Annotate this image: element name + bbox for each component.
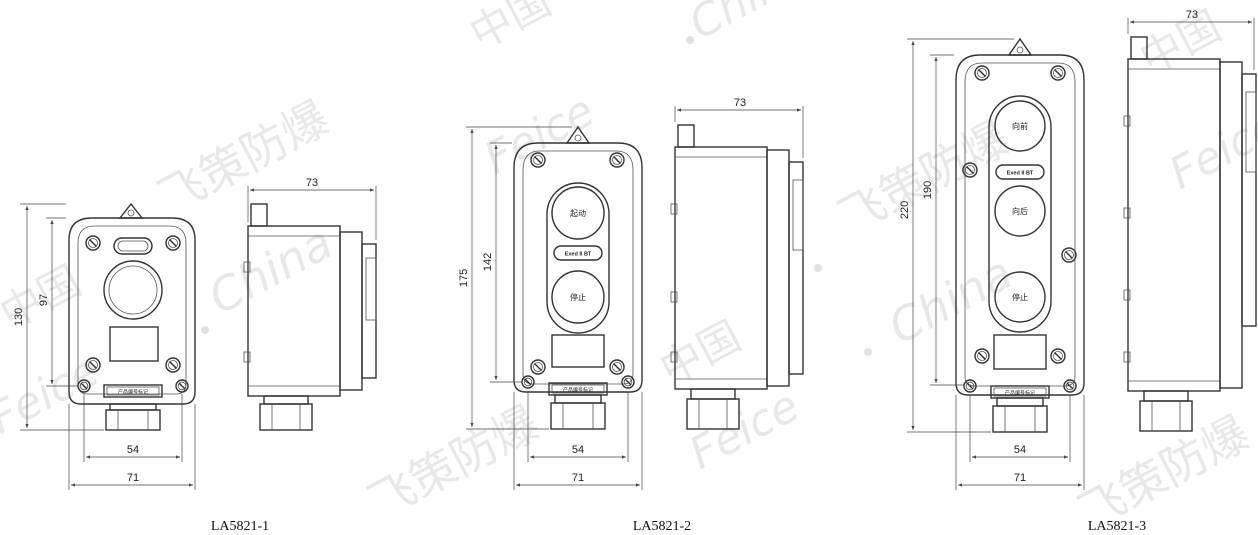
dim-width-inner: 54 (1014, 444, 1026, 456)
front-dimensions: 130 97 54 71 (13, 203, 196, 490)
model-caption: LA5821-3 (1088, 519, 1146, 534)
dim-height-inner: 142 (482, 253, 494, 271)
watermark-brand-cn: 飞策防爆 (150, 91, 338, 225)
model-caption: LA5821-1 (211, 519, 269, 534)
side-dimensions: 73 (1127, 9, 1255, 70)
nameplate-label: 产品编号标记 (118, 389, 148, 396)
front-dimensions: 175 142 54 71 (458, 126, 643, 490)
watermark-china: China (880, 245, 1021, 354)
watermark-brand-cn: 飞策防爆 (1070, 406, 1258, 535)
dim-width-total: 71 (572, 472, 584, 484)
button-start-label: 起动 (570, 208, 586, 218)
button-forward-label: 向前 (1012, 121, 1028, 131)
side-view (1123, 36, 1257, 432)
model-la5821-3: 向前 Exed II BT 向后 停止 产品编号标记 (899, 9, 1257, 534)
dim-height-total: 175 (458, 269, 470, 287)
dim-height-total: 130 (13, 308, 25, 326)
dim-depth: 73 (1186, 9, 1198, 21)
front-view: 产品编号标记 (68, 202, 196, 431)
side-view (243, 203, 377, 431)
watermark-dot (864, 348, 872, 356)
watermark-dot (814, 264, 822, 272)
dim-depth: 73 (306, 177, 318, 189)
front-view: 向前 Exed II BT 向后 停止 产品编号标记 (955, 37, 1085, 433)
watermark-china: China (200, 215, 341, 324)
ex-marking: Exed II BT (565, 252, 592, 258)
nameplate-label: 产品编号标记 (1005, 390, 1035, 397)
nameplate-label: 产品编号标记 (563, 387, 593, 394)
watermark-country-cn: 中国 (1132, 1, 1229, 84)
button-stop-label: 停止 (570, 292, 586, 302)
model-caption: LA5821-2 (633, 519, 691, 534)
watermark-feice: Feice (1161, 100, 1258, 199)
dim-width-total: 71 (1014, 472, 1026, 484)
watermark-country-cn: 中国 (652, 311, 749, 394)
front-view: 起动 Exed II BT 停止 产品编号标记 (513, 125, 643, 430)
side-dimensions: 73 (674, 97, 804, 158)
watermark-dot (201, 326, 209, 334)
dim-height-total: 220 (899, 201, 911, 219)
dim-height-inner: 190 (922, 181, 934, 199)
side-view (670, 124, 804, 430)
model-la5821-2: 起动 Exed II BT 停止 产品编号标记 175 (458, 97, 804, 534)
dim-width-inner: 54 (127, 444, 139, 456)
dim-width-inner: 54 (572, 444, 584, 456)
model-la5821-1: 产品编号标记 130 97 54 71 (13, 177, 377, 534)
watermark-brand-cn: 飞策防爆 (360, 396, 548, 530)
ex-marking: Exed II BT (1007, 171, 1034, 177)
button-backward-label: 向后 (1012, 206, 1028, 216)
watermark-country-cn: 中国 (462, 0, 559, 59)
side-dimensions: 73 (247, 177, 377, 240)
dim-width-total: 71 (127, 472, 139, 484)
dim-height-inner: 97 (38, 294, 50, 306)
button-stop-label: 停止 (1012, 292, 1028, 302)
front-dimensions: 220 190 54 71 (899, 38, 1085, 490)
dim-depth: 73 (734, 97, 746, 109)
watermark-feice: Feice (681, 380, 807, 479)
watermark-dot (686, 36, 694, 44)
watermark-china: China (681, 0, 816, 50)
